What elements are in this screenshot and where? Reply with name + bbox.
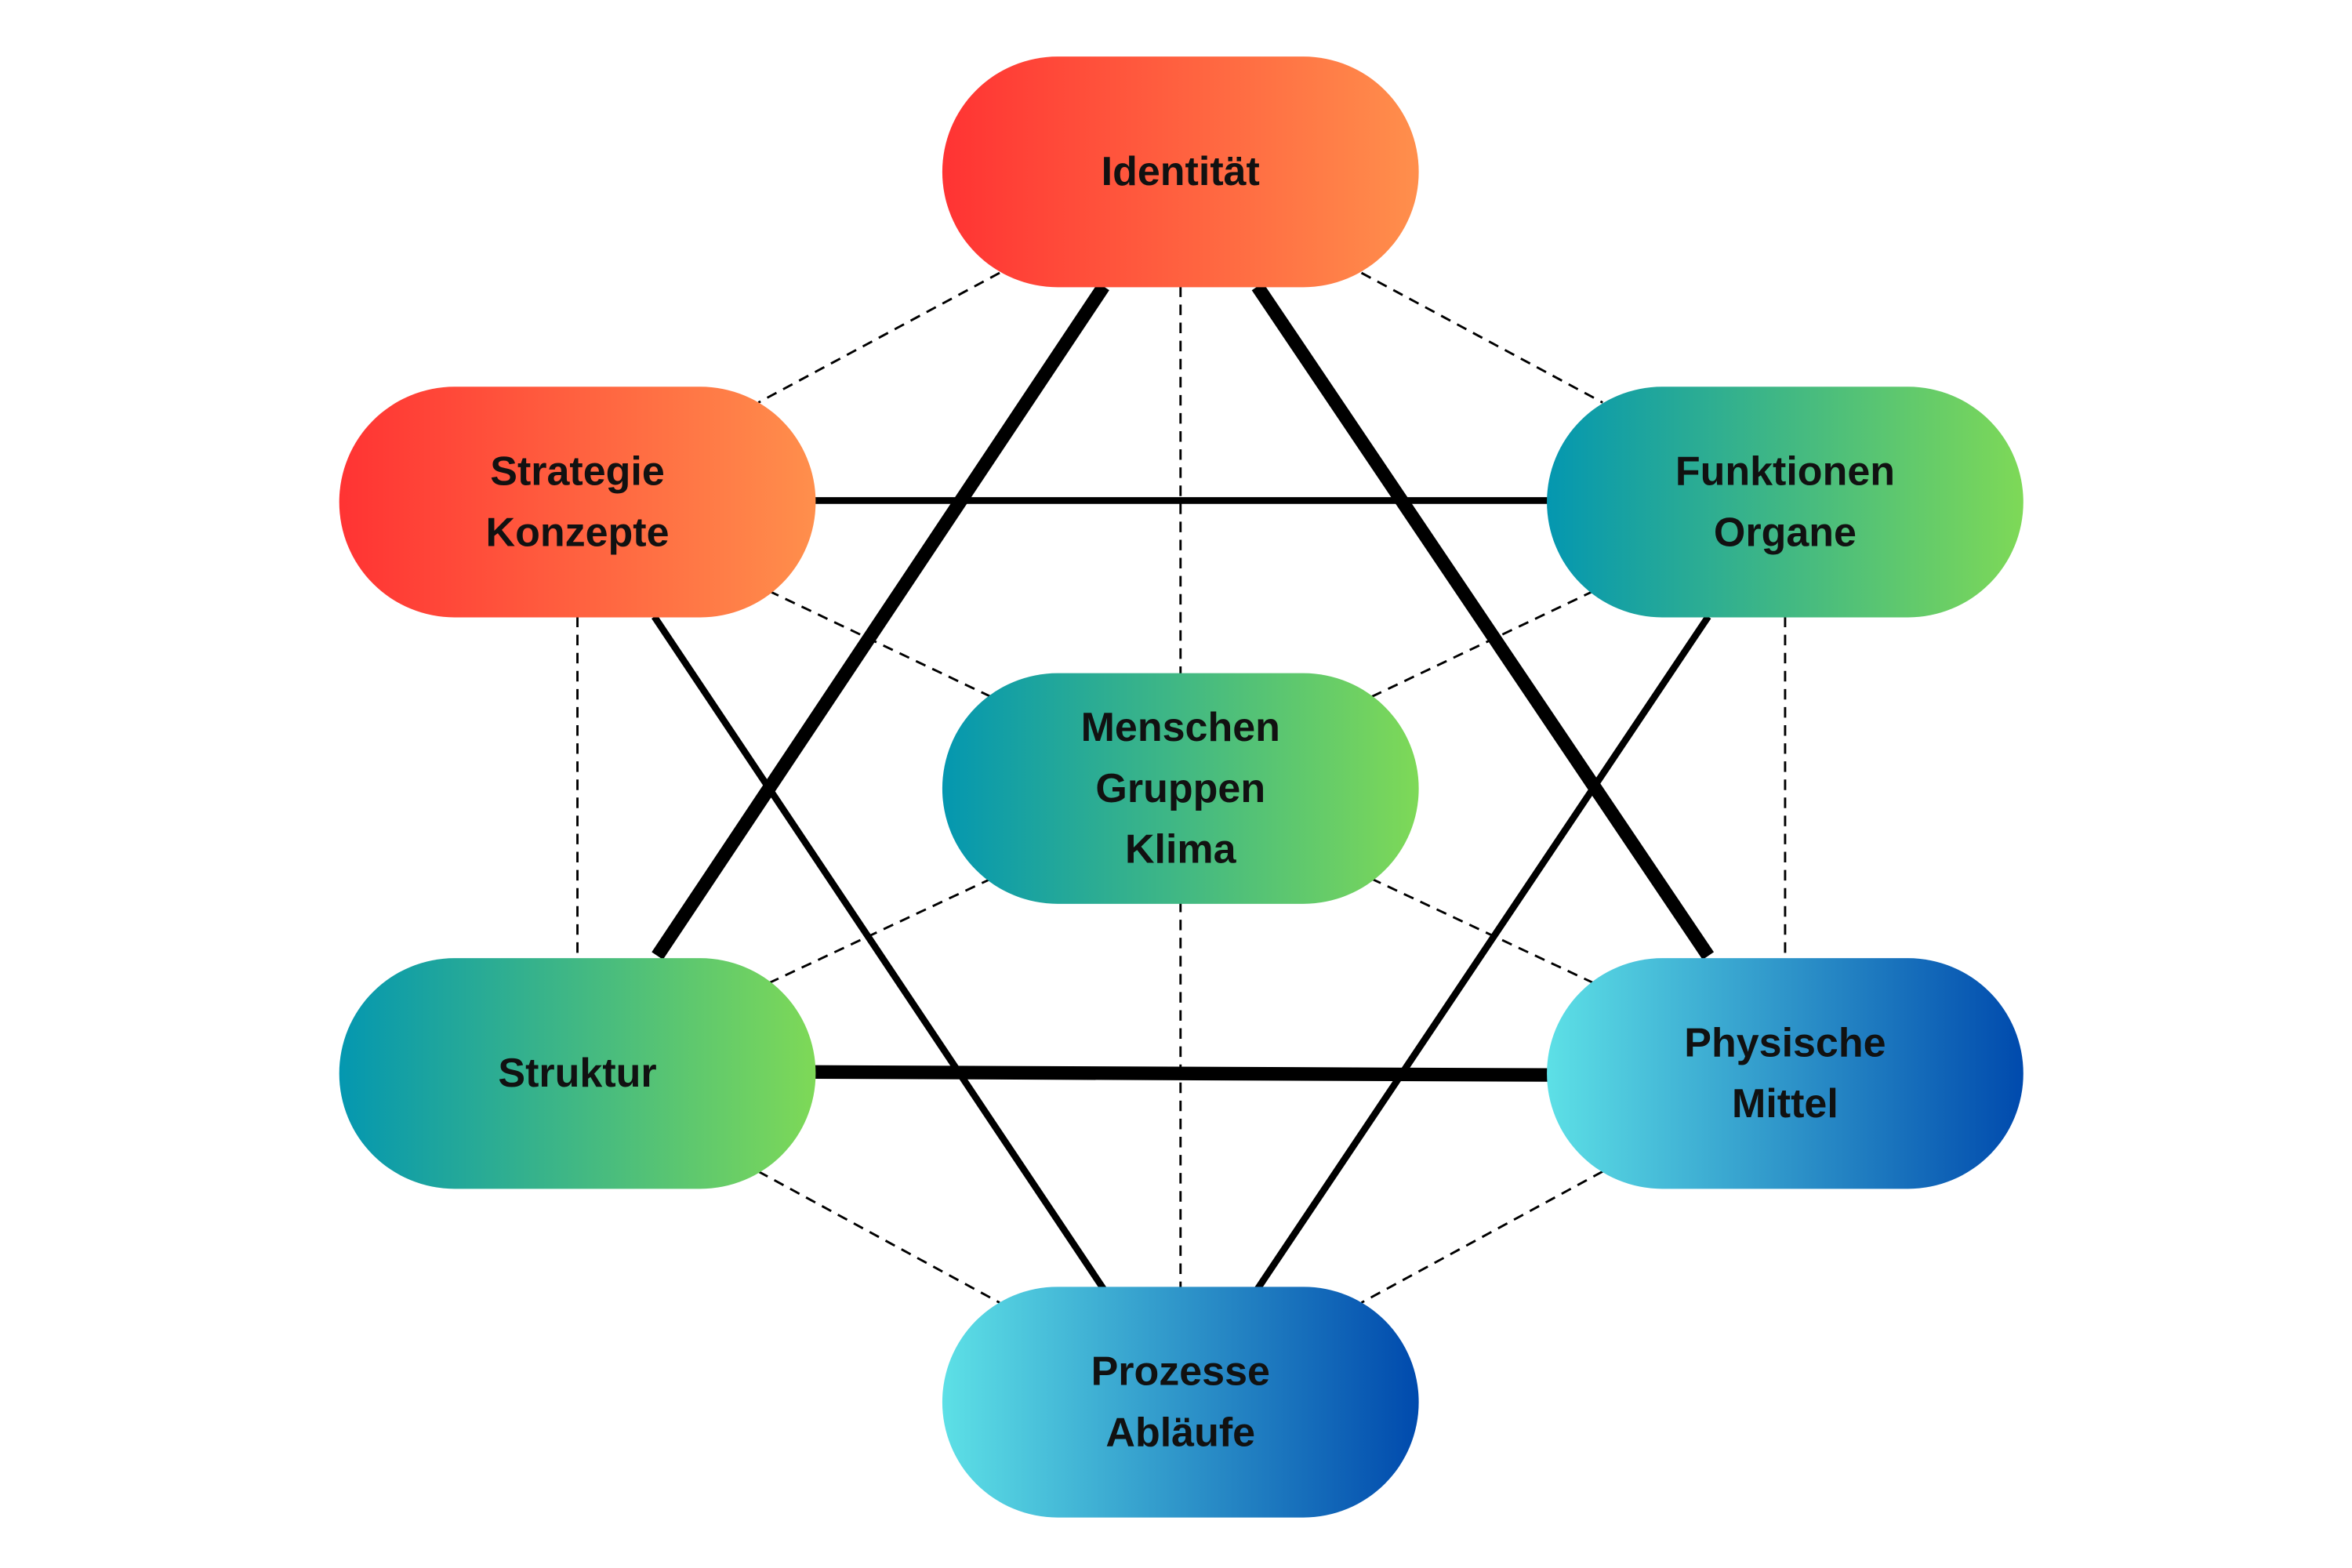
node-processes-label-1: Abläufe [1105,1410,1255,1455]
node-functions-pill [1547,387,2024,618]
connections-layer [576,271,1787,1304]
node-identity-pill [942,56,1419,288]
edge-structure-processes [757,1170,1000,1304]
node-functions-label-0: Funktionen [1675,448,1895,494]
node-people-label-0: Menschen [1081,705,1280,750]
node-physical-label-1: Mittel [1732,1081,1838,1127]
node-processes-pill [942,1287,1419,1518]
node-strategy-label-0: Strategie [490,448,665,494]
node-people-label-2: Klima [1125,827,1237,873]
edge-identity-physical [1251,282,1715,960]
node-processes-label-0: Prozesse [1091,1349,1270,1395]
node-strategy-pill [339,387,816,618]
edge-identity-functions [1360,271,1603,404]
edge-functions-people [1371,590,1595,698]
node-physical-pill [1547,958,2024,1189]
edge-identity-structure [652,282,1109,960]
edge-strategy-processes [652,615,1107,1291]
edge-physical-people [1371,877,1595,985]
node-identity: Identität [942,56,1419,288]
node-people-pill [942,673,1419,904]
node-functions-label-1: Organe [1714,510,1857,555]
node-structure-label-0: Struktur [498,1051,656,1096]
node-structure: Struktur [339,958,816,1189]
node-strategy-label-1: Konzepte [486,510,670,555]
edge-strategy-people [768,590,992,698]
edge-structure-people [768,877,992,985]
edge-functions-processes [1254,615,1711,1291]
node-identity-label-0: Identität [1102,149,1260,194]
edge-identity-strategy [757,271,1000,404]
node-structure-pill [339,958,816,1189]
node-physical-label-0: Physische [1684,1020,1886,1065]
edge-physical-processes [1360,1170,1603,1304]
node-people-label-1: Gruppen [1095,766,1265,811]
